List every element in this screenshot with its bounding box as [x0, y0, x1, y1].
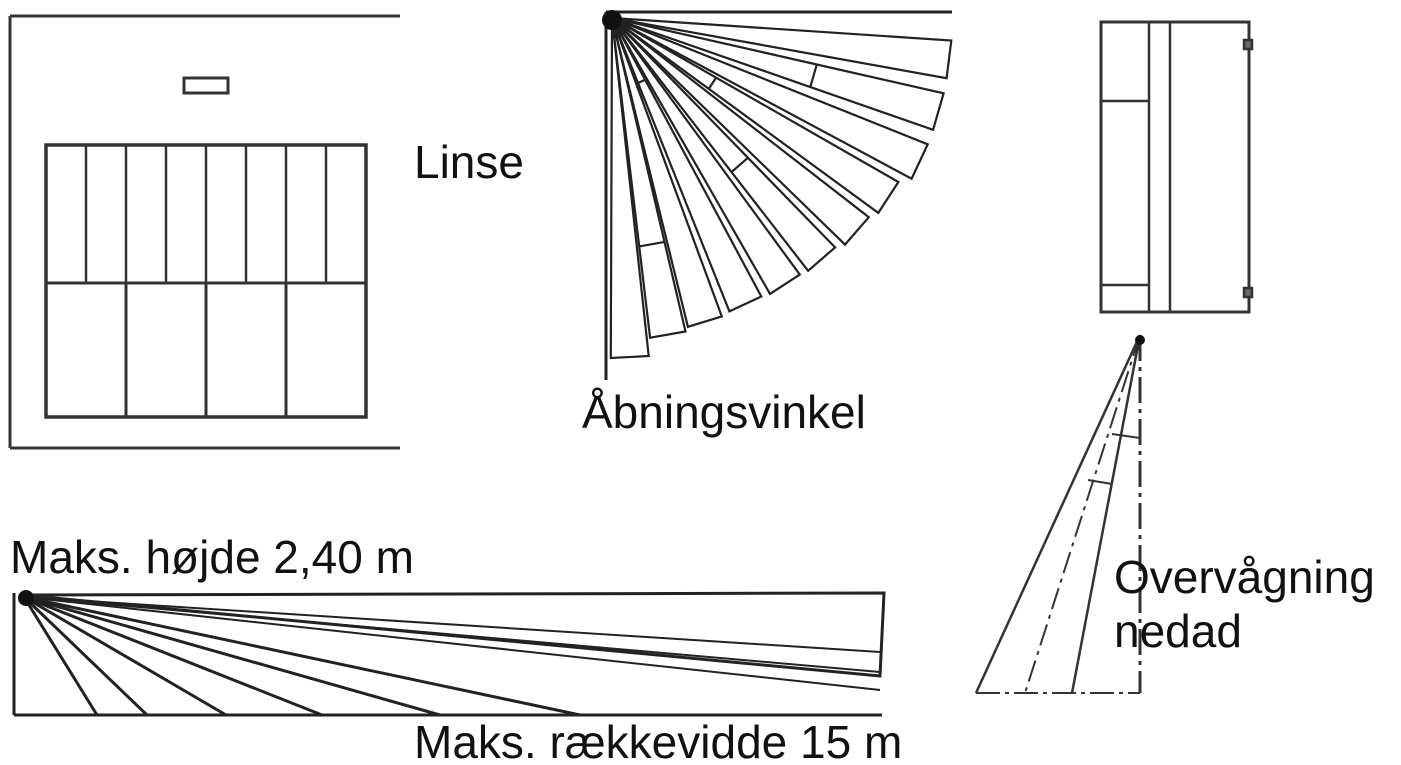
- detector-body-outline: [1099, 20, 1251, 314]
- downward-zone-tick: [1087, 479, 1113, 485]
- fan-beam: [610, 17, 763, 313]
- opening-angle-label: Åbningsvinkel: [582, 386, 866, 438]
- fan-beam: [611, 17, 871, 247]
- lens-panel: [8, 14, 400, 450]
- lens-housing-outline: [8, 14, 400, 450]
- range-ray-long: [23, 596, 881, 691]
- opening-angle-panel: [602, 10, 953, 380]
- fan-zone-tick: [639, 240, 665, 248]
- downward-beam-inner: [1070, 334, 1142, 694]
- detector-side-panel: [1099, 20, 1254, 314]
- range-rays: [22, 595, 881, 717]
- fan-beam: [611, 16, 953, 80]
- range-ray: [23, 595, 323, 717]
- lens-led-window: [182, 76, 230, 95]
- range-ray-long: [23, 596, 881, 673]
- lens-lower-segments: [124, 283, 288, 417]
- fan-zone-tick: [707, 77, 718, 90]
- range-ray: [23, 595, 227, 717]
- downward-label-line2: nedad: [1114, 605, 1242, 657]
- downward-beam-center: [1024, 334, 1141, 694]
- range-ray-long: [23, 596, 881, 653]
- fan-beam: [611, 17, 900, 215]
- max-range-label: Maks. rækkevidde 15 m: [414, 716, 902, 765]
- fan-zone-tick: [637, 78, 646, 84]
- downward-zone-tick: [1111, 433, 1141, 439]
- fan-beam: [611, 17, 802, 296]
- range-panel: [12, 590, 886, 717]
- downward-label-line1: Overvågning: [1114, 551, 1375, 603]
- fan-zone-tick: [809, 64, 818, 88]
- fan-beam: [611, 16, 945, 132]
- range-origin: [18, 590, 34, 606]
- fan-origin: [602, 10, 622, 30]
- fan-beam: [610, 17, 724, 329]
- downward-panel: [974, 334, 1145, 694]
- fan-beam: [611, 17, 837, 273]
- detector-mount-screw: [1242, 286, 1254, 299]
- fan-beams: [609, 16, 953, 360]
- downward-beam-outer: [974, 334, 1142, 694]
- fan-beam: [611, 16, 930, 181]
- lens-label: Linse: [414, 136, 524, 188]
- range-ray: [22, 596, 99, 716]
- range-ray: [23, 595, 581, 717]
- downward-origin: [1135, 335, 1145, 345]
- fan-beam: [609, 17, 650, 360]
- range-ray: [23, 595, 441, 717]
- range-ray: [22, 595, 149, 717]
- fan-zone-tick: [730, 156, 749, 173]
- lens-upper-segments: [84, 145, 328, 283]
- max-height-label: Maks. højde 2,40 m: [10, 531, 414, 583]
- range-main-beam: [21, 591, 886, 678]
- detector-mount-screw: [1242, 38, 1254, 51]
- fan-beam: [610, 17, 687, 339]
